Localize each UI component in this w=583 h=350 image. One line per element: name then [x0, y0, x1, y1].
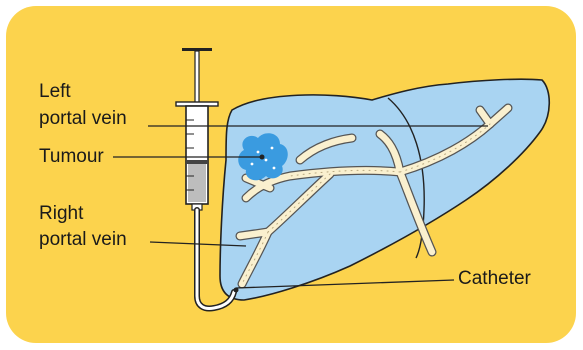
label-right-portal-vein-line1: Right — [39, 203, 83, 225]
label-catheter: Catheter — [458, 268, 531, 290]
label-left-portal-vein-line1: Left — [39, 81, 71, 103]
label-right-portal-vein-line2: portal vein — [39, 229, 127, 251]
label-left-portal-vein-line2: portal vein — [39, 108, 127, 130]
label-tumour: Tumour — [39, 146, 104, 168]
syringe — [176, 48, 218, 210]
